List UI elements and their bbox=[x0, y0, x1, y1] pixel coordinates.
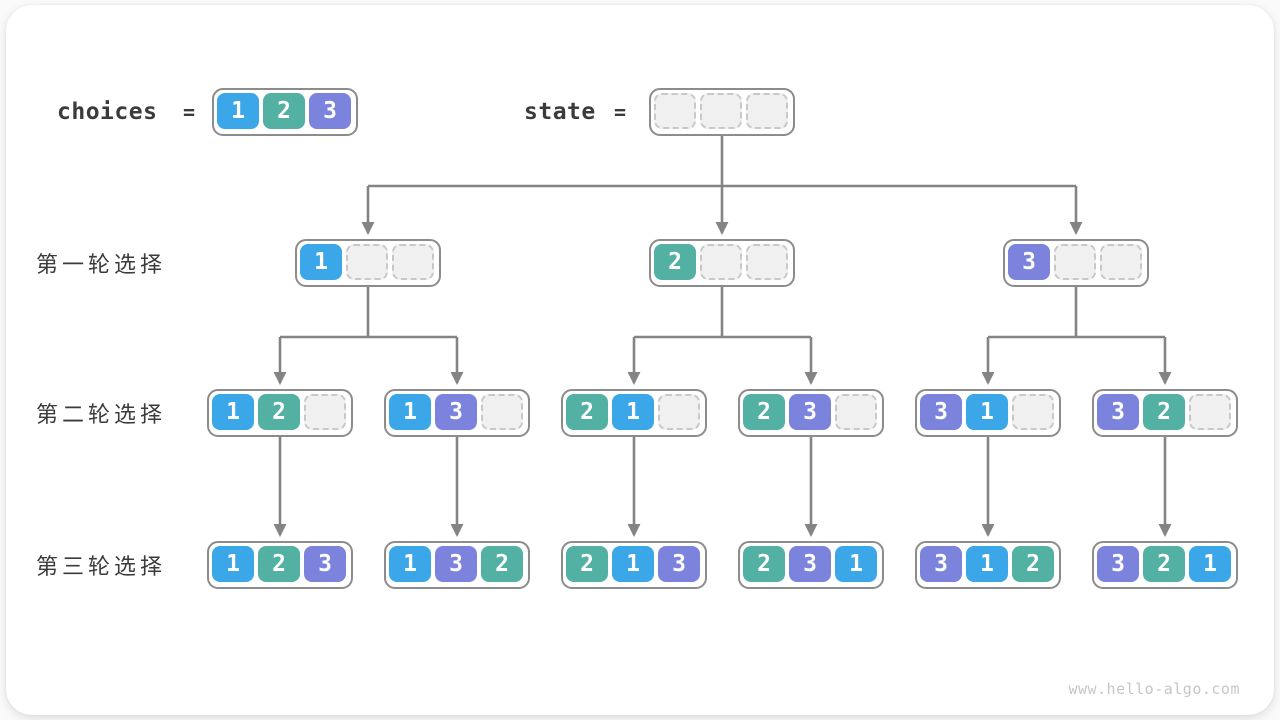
empty-cell bbox=[654, 93, 696, 129]
state-box-round1-3: 3 bbox=[1003, 239, 1149, 287]
cell-3: 3 bbox=[789, 546, 831, 582]
empty-cell bbox=[1012, 394, 1054, 430]
cell-3: 3 bbox=[658, 546, 700, 582]
cell-2: 2 bbox=[263, 93, 305, 129]
cell-1: 1 bbox=[612, 394, 654, 430]
cell-1: 1 bbox=[212, 394, 254, 430]
empty-cell bbox=[700, 244, 742, 280]
cell-1: 1 bbox=[212, 546, 254, 582]
cell-1: 1 bbox=[217, 93, 259, 129]
cell-2: 2 bbox=[258, 394, 300, 430]
cell-2: 2 bbox=[743, 546, 785, 582]
empty-cell bbox=[658, 394, 700, 430]
cell-3: 3 bbox=[1097, 394, 1139, 430]
empty-cell bbox=[1189, 394, 1231, 430]
cell-2: 2 bbox=[654, 244, 696, 280]
empty-cell bbox=[746, 93, 788, 129]
round-1-label: 第一轮选择 bbox=[36, 252, 167, 277]
cell-3: 3 bbox=[920, 546, 962, 582]
cell-1: 1 bbox=[835, 546, 877, 582]
empty-cell bbox=[1100, 244, 1142, 280]
cell-2: 2 bbox=[743, 394, 785, 430]
empty-cell bbox=[304, 394, 346, 430]
cell-1: 1 bbox=[389, 546, 431, 582]
empty-cell bbox=[346, 244, 388, 280]
empty-cell bbox=[481, 394, 523, 430]
empty-cell bbox=[392, 244, 434, 280]
cell-3: 3 bbox=[309, 93, 351, 129]
cell-1: 1 bbox=[966, 394, 1008, 430]
choices-equals-sign: = bbox=[182, 100, 196, 124]
state-label: state bbox=[524, 99, 596, 125]
cell-3: 3 bbox=[1097, 546, 1139, 582]
round-2-label: 第二轮选择 bbox=[36, 402, 167, 427]
cell-2: 2 bbox=[566, 394, 608, 430]
state-box-round1-1: 1 bbox=[295, 239, 441, 287]
cell-2: 2 bbox=[481, 546, 523, 582]
cell-2: 2 bbox=[1143, 394, 1185, 430]
cell-3: 3 bbox=[920, 394, 962, 430]
empty-cell bbox=[700, 93, 742, 129]
cell-2: 2 bbox=[1143, 546, 1185, 582]
cell-3: 3 bbox=[789, 394, 831, 430]
state-equals-sign: = bbox=[613, 100, 627, 124]
choices-label: choices bbox=[57, 99, 158, 125]
cell-3: 3 bbox=[1008, 244, 1050, 280]
round-3-label: 第三轮选择 bbox=[36, 554, 167, 579]
watermark: www.hello-algo.com bbox=[1068, 680, 1240, 698]
cell-1: 1 bbox=[966, 546, 1008, 582]
empty-cell bbox=[746, 244, 788, 280]
cell-1: 1 bbox=[389, 394, 431, 430]
empty-cell bbox=[835, 394, 877, 430]
state-box bbox=[649, 88, 795, 136]
cell-2: 2 bbox=[566, 546, 608, 582]
cell-1: 1 bbox=[300, 244, 342, 280]
cell-3: 3 bbox=[304, 546, 346, 582]
cell-3: 3 bbox=[435, 546, 477, 582]
cell-2: 2 bbox=[258, 546, 300, 582]
empty-cell bbox=[1054, 244, 1096, 280]
state-box-round1-2: 2 bbox=[649, 239, 795, 287]
cell-2: 2 bbox=[1012, 546, 1054, 582]
cell-3: 3 bbox=[435, 394, 477, 430]
cell-1: 1 bbox=[1189, 546, 1231, 582]
cell-1: 1 bbox=[612, 546, 654, 582]
